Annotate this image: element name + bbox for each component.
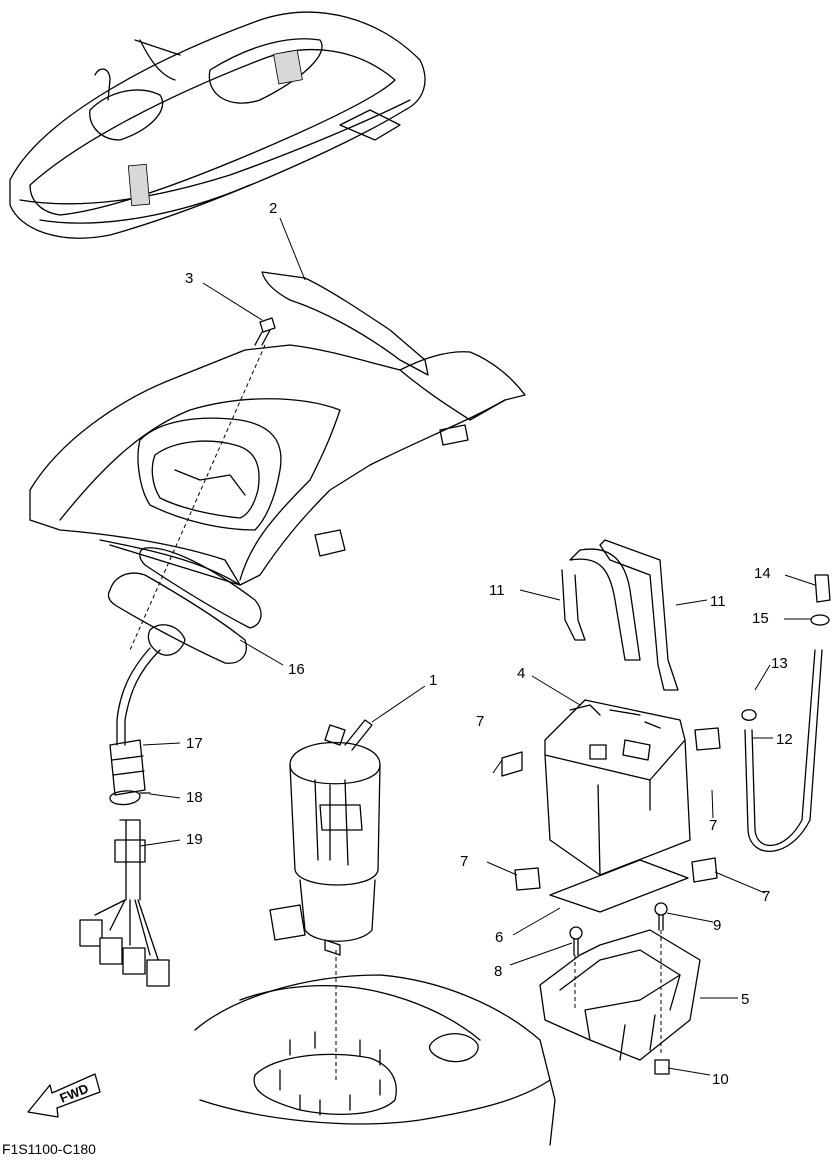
callout-6: 6	[495, 929, 503, 946]
part-7-pads	[501, 727, 721, 891]
part-11-straps	[561, 539, 679, 691]
part-14-fitting	[814, 574, 831, 603]
callout-10: 10	[712, 1071, 729, 1088]
part-6-plate	[549, 859, 689, 913]
callout-7c: 7	[460, 853, 468, 870]
part-4-battery	[544, 699, 691, 876]
callout-4: 4	[517, 665, 525, 682]
callout-17: 17	[186, 735, 203, 752]
part-9-bolt	[654, 902, 668, 931]
leader-lines	[139, 217, 816, 1076]
callout-14: 14	[754, 565, 771, 582]
part-1-fuel-pump	[269, 719, 381, 956]
callout-11b: 11	[710, 593, 726, 610]
callout-5: 5	[741, 991, 749, 1008]
diagram-code: F1S1100-C180	[2, 1141, 96, 1157]
callout-16: 16	[288, 661, 305, 678]
callout-7b: 7	[709, 817, 717, 834]
part-12-vent-hose	[744, 649, 823, 853]
callout-12: 12	[776, 731, 793, 748]
part-8-bolt	[569, 926, 583, 956]
callout-3: 3	[185, 270, 193, 287]
callout-8: 8	[494, 963, 502, 980]
fwd-arrow-icon: FWD	[27, 1073, 101, 1118]
callout-18: 18	[186, 789, 203, 806]
part-13-clip	[741, 709, 757, 721]
callout-7d: 7	[762, 888, 770, 905]
part-2-seal	[261, 271, 429, 376]
callout-19: 19	[186, 831, 203, 848]
callout-15: 15	[752, 610, 769, 627]
part-15-washer	[810, 614, 830, 626]
callout-labels: 1 2 3 4 5 6 7 7 7 7 8 9 10 11 11 12 13 1…	[185, 200, 793, 1088]
deck-panel	[29, 344, 526, 586]
fuel-hose-and-harness	[79, 647, 170, 987]
callout-1: 1	[429, 672, 437, 689]
callout-2: 2	[269, 200, 277, 217]
assembly-guide-lines	[129, 344, 662, 1080]
callout-7a: 7	[476, 713, 484, 730]
fuel-tank-lower	[194, 974, 556, 1146]
part-10-nut	[654, 1059, 670, 1075]
part-5-battery-box	[539, 929, 701, 1061]
part-3-screw	[254, 317, 276, 346]
callout-13: 13	[771, 655, 788, 672]
callout-9: 9	[713, 917, 721, 934]
part-16-cover	[107, 547, 262, 664]
watercraft-overview	[9, 11, 426, 239]
callout-11a: 11	[489, 582, 505, 599]
